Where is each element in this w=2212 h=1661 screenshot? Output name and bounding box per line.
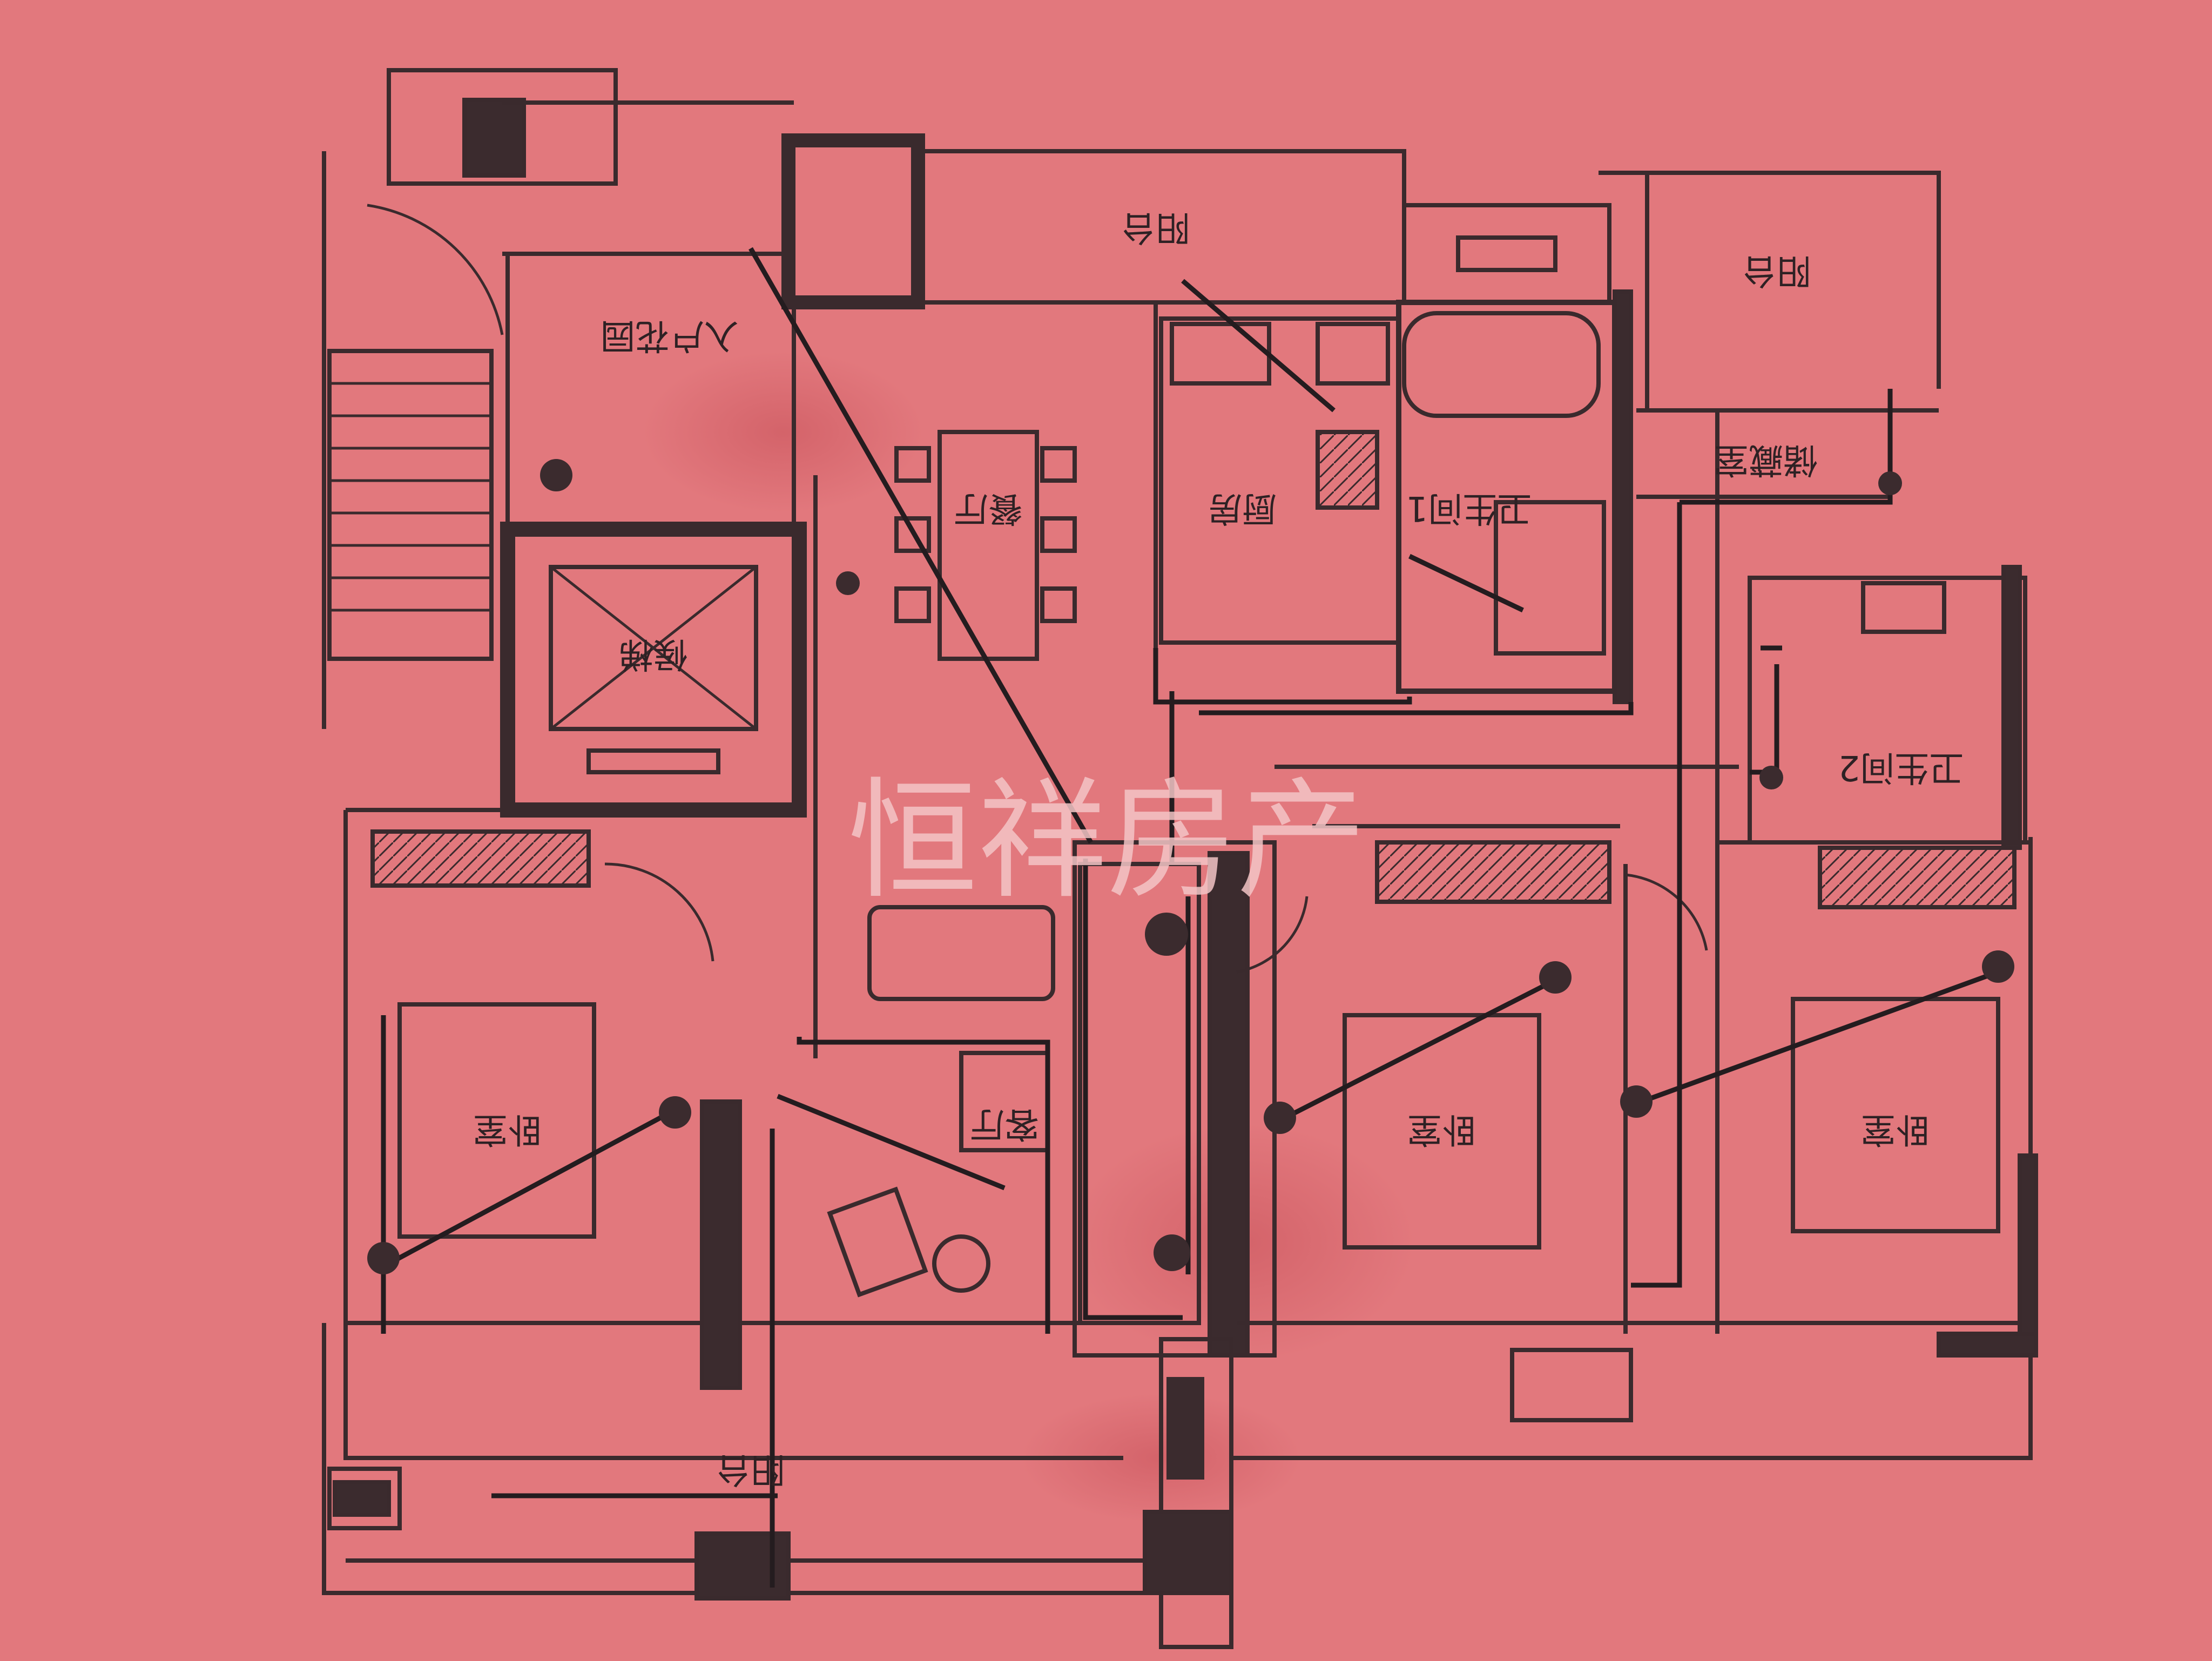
electrical-fixtures	[367, 459, 2014, 1480]
room-label-bedroom-middle: 卧室	[1407, 1109, 1476, 1149]
room-label-kitchen: 厨房	[1208, 488, 1277, 528]
room-label-bathroom-1: 卫生间1	[1406, 488, 1532, 528]
room-label-balcony-top-right: 阳台	[1742, 251, 1811, 291]
watermark: 恒祥房产	[848, 765, 1366, 916]
room-label-storage-room: 储藏室	[1714, 440, 1818, 480]
room-label-dining-room: 餐厅	[954, 488, 1023, 528]
room-label-entrance-hall: 入户花园	[601, 315, 739, 355]
room-label-elevator-lobby: 候梯	[619, 634, 688, 674]
wiring	[381, 247, 1999, 1588]
room-label-living-room: 客厅	[970, 1104, 1039, 1144]
room-label-bedroom-left: 卧室	[473, 1109, 542, 1149]
room-label-bathroom-2: 卫生间2	[1838, 747, 1964, 787]
room-label-bedroom-right: 卧室	[1861, 1109, 1930, 1149]
room-labels: 入户花园 候梯 餐厅 厨房 卫生间1 阳台 阳台 储藏室 卫生间2 客厅 卧室 …	[473, 207, 1964, 1489]
room-label-balcony-top-left: 阳台	[1121, 207, 1190, 247]
room-label-balcony-bottom: 阳台	[716, 1449, 785, 1489]
